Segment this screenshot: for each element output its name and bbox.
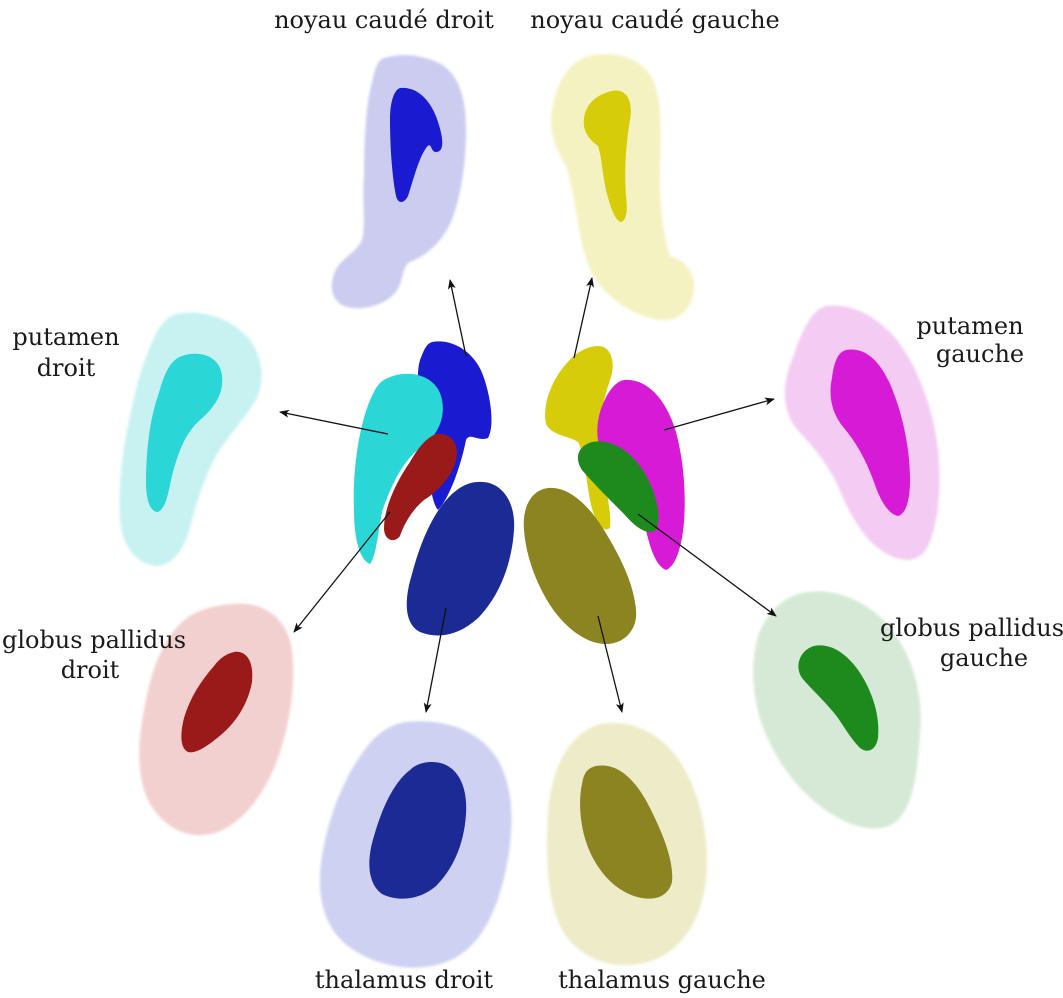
caudate-left-view xyxy=(551,54,694,320)
center-thalamus-right xyxy=(407,482,514,636)
label-thalamus-left: thalamus gauche xyxy=(558,966,766,994)
arrow-pallidus-right xyxy=(294,512,390,632)
label-thalamus-right: thalamus droit xyxy=(315,966,494,994)
label-pallidus-right-line1: globus pallidus xyxy=(2,626,186,654)
label-pallidus-right-line2: droit xyxy=(61,656,120,684)
label-putamen-right-line1: putamen xyxy=(12,323,119,351)
arrow-pallidus-left xyxy=(638,514,776,616)
putamen-left-view xyxy=(785,305,940,559)
label-putamen-right-line2: droit xyxy=(37,354,96,382)
label-pallidus-left-line1: globus pallidus xyxy=(880,614,1063,642)
thalamus-left-view xyxy=(547,723,707,965)
putamen-right-halo xyxy=(119,312,261,566)
label-caudate-left: noyau caudé gauche xyxy=(530,6,780,34)
label-caudate-right: noyau caudé droit xyxy=(274,6,494,34)
label-putamen-left-line2: gauche xyxy=(936,340,1024,368)
thalamus-right-view xyxy=(320,721,512,967)
arrow-putamen-left xyxy=(664,399,774,430)
center-thalamus-left xyxy=(524,488,636,644)
label-pallidus-left-line2: gauche xyxy=(940,644,1028,672)
label-putamen-left-line1: putamen xyxy=(916,312,1023,340)
arrow-caudate-left xyxy=(574,278,592,358)
center-cluster xyxy=(354,341,685,644)
caudate-right-view xyxy=(332,55,466,308)
putamen-right-view xyxy=(119,312,261,566)
